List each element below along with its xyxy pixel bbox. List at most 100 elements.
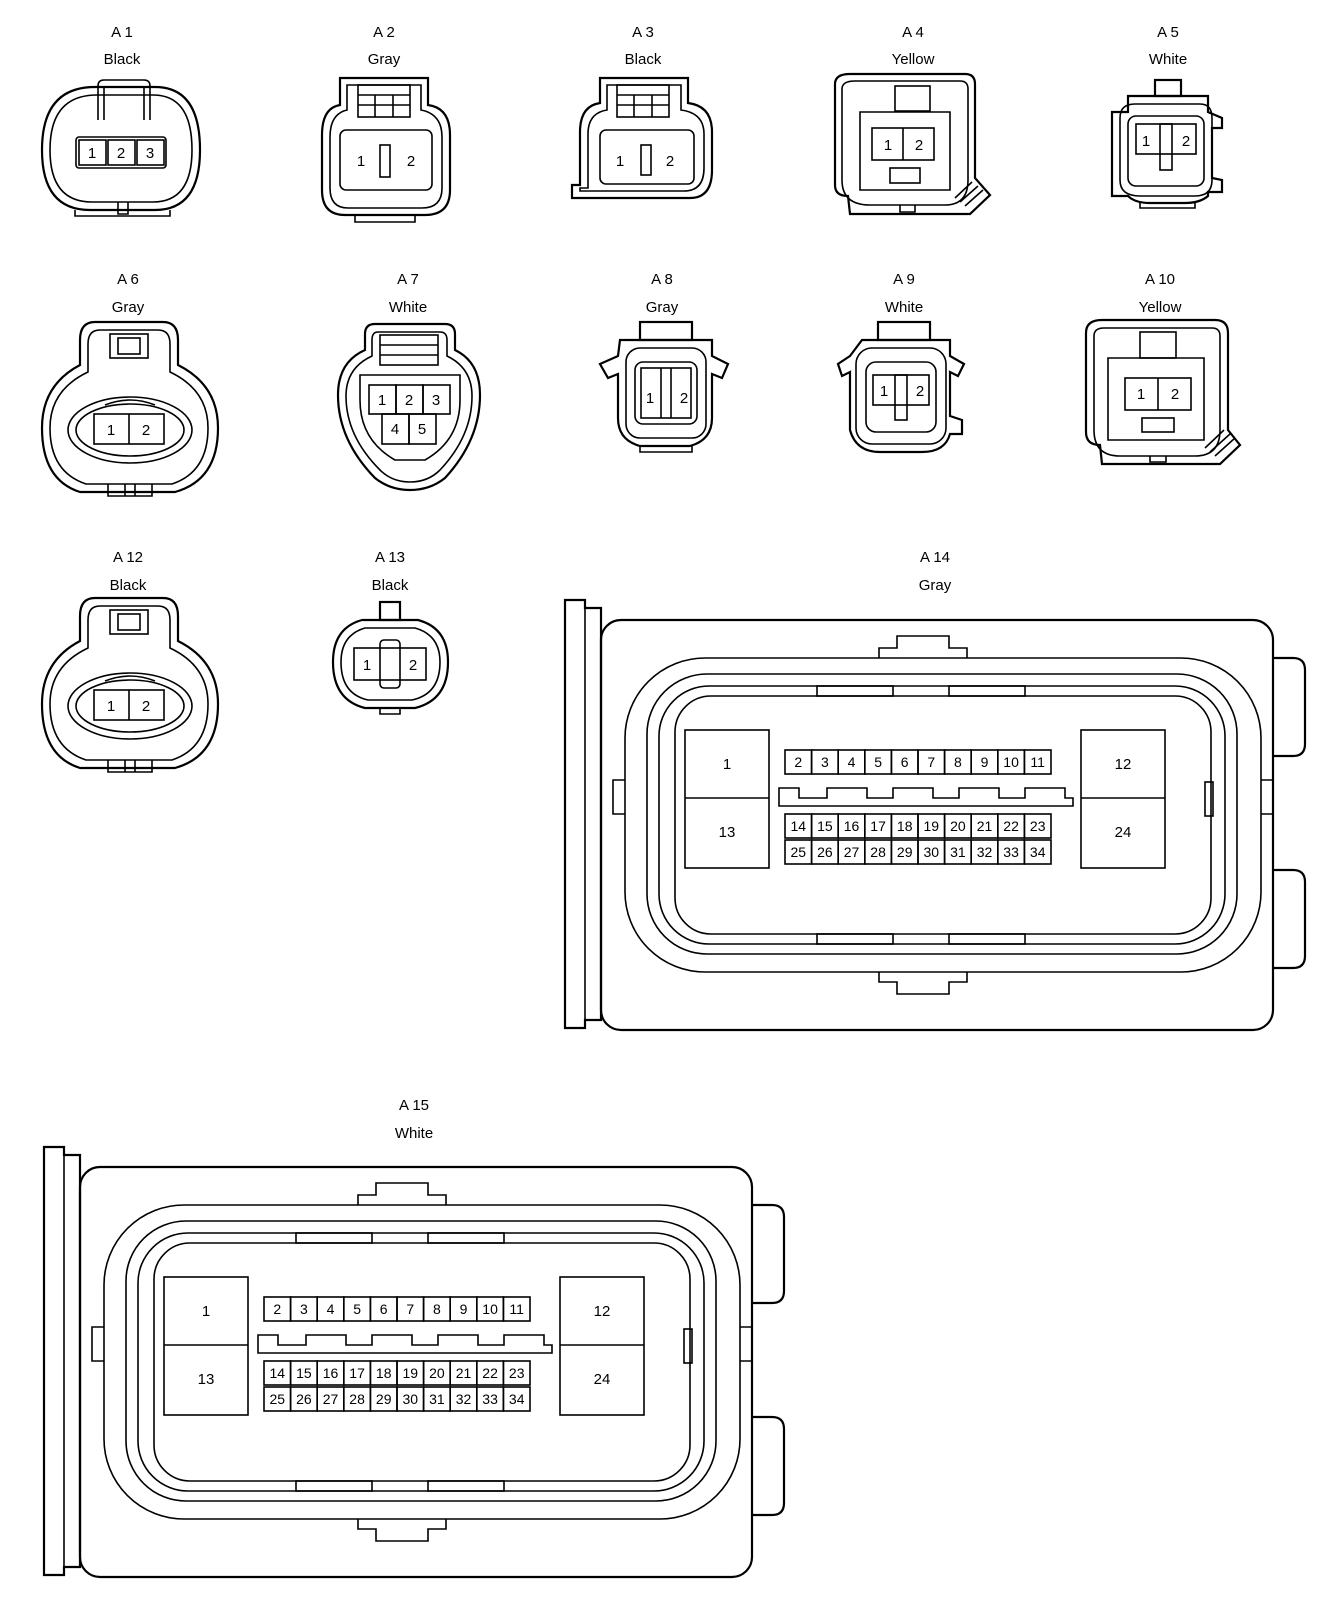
pin-label: 8 (954, 754, 962, 770)
pin-label: 5 (874, 754, 882, 770)
connector-housing (598, 320, 730, 453)
pin-label: 1 (1137, 386, 1145, 403)
pin-label: 23 (1030, 818, 1046, 834)
pin-label: 22 (482, 1365, 498, 1381)
pin-label: 10 (482, 1301, 498, 1317)
connector-id: A 14 (920, 549, 950, 566)
pin-cavities: 1 2 (884, 137, 923, 154)
pin-label: 32 (456, 1391, 472, 1407)
pin-label: 33 (1003, 844, 1019, 860)
connector-a2: A 2 Gray 1 2 (320, 24, 452, 223)
pin-label: 2 (1171, 386, 1179, 403)
pin-label: 34 (509, 1391, 525, 1407)
pin-label: 31 (429, 1391, 445, 1407)
pin-cavities: 1 2 (107, 422, 150, 439)
pin-label: 2 (273, 1301, 281, 1317)
pin-label: 11 (509, 1301, 524, 1317)
pin-label: 19 (924, 818, 940, 834)
connector-id: A 6 (117, 271, 139, 288)
pin-label: 1 (357, 153, 365, 170)
pin-label: 20 (950, 818, 966, 834)
pin-label: 1 (107, 422, 115, 439)
connector-id: A 10 (1145, 271, 1175, 288)
pin-label: 16 (844, 818, 860, 834)
connector-color: White (395, 1125, 433, 1142)
connector-color: White (885, 299, 923, 316)
connector-a3: A 3 Black 1 2 (570, 24, 714, 200)
connector-housing (42, 1145, 786, 1579)
pin-label: 27 (323, 1391, 339, 1407)
pin-label: 3 (300, 1301, 308, 1317)
connector-housing (836, 320, 966, 454)
connector-housing (1084, 318, 1242, 466)
connector-housing (336, 322, 482, 492)
connector-color: White (389, 299, 427, 316)
pin-label: 24 (594, 1371, 611, 1388)
pin-cavities: 1 2 (616, 153, 674, 170)
pin-label: 5 (418, 421, 426, 438)
connector-id: A 8 (651, 271, 673, 288)
pin-label: 2 (409, 657, 417, 674)
pin-label: 1 (107, 698, 115, 715)
pin-label: 34 (1030, 844, 1046, 860)
pin-cavities: 1 2 3 (78, 139, 165, 166)
pin-label: 1 (88, 145, 96, 162)
pin-label: 9 (981, 754, 989, 770)
pin-label: 1 (202, 1303, 210, 1320)
pin-label: 11 (1030, 754, 1045, 770)
pin-cavities: 1 2 (107, 698, 150, 715)
pin-label: 2 (794, 754, 802, 770)
pin-label: 23 (509, 1365, 525, 1381)
pin-label: 26 (296, 1391, 312, 1407)
pin-label: 12 (1115, 756, 1132, 773)
connector-a13: A 13 Black 1 2 (331, 549, 450, 715)
pin-label: 7 (927, 754, 935, 770)
pin-label: 4 (848, 754, 856, 770)
pin-label: 13 (719, 824, 736, 841)
pin-label: 18 (897, 818, 913, 834)
pin-label: 1 (363, 657, 371, 674)
pin-label: 2 (405, 392, 413, 409)
connector-id: A 2 (373, 24, 395, 41)
pin-label: 32 (977, 844, 993, 860)
pin-label: 8 (433, 1301, 441, 1317)
connector-a9: A 9 White 1 2 (836, 271, 966, 454)
connector-color: White (1149, 51, 1187, 68)
pin-label: 5 (353, 1301, 361, 1317)
pin-label: 16 (323, 1365, 339, 1381)
pin-label: 29 (376, 1391, 392, 1407)
connector-a5: A 5 White 1 2 (1110, 24, 1224, 209)
pin-label: 3 (432, 392, 440, 409)
connector-a12: A 12 Black 1 2 (40, 549, 220, 773)
connector-color: Black (110, 577, 147, 594)
pin-label: 15 (817, 818, 833, 834)
pin-label: 1 (723, 756, 731, 773)
pin-label: 30 (403, 1391, 419, 1407)
connector-housing (331, 600, 450, 715)
pin-label: 2 (117, 145, 125, 162)
pin-label: 27 (844, 844, 860, 860)
connector-a6: A 6 Gray 1 2 (40, 271, 220, 497)
connector-color: Gray (919, 577, 952, 594)
connector-housing (40, 320, 220, 497)
connector-a4: A 4 Yellow 1 2 (833, 24, 992, 216)
connector-housing (40, 79, 202, 217)
pin-label: 3 (146, 145, 154, 162)
pin-label: 10 (1003, 754, 1019, 770)
connector-color: Yellow (892, 51, 935, 68)
pin-label: 15 (296, 1365, 312, 1381)
connector-color: Gray (646, 299, 679, 316)
pin-label: 21 (977, 818, 993, 834)
pin-cavities: 1 2 (880, 383, 924, 400)
connector-housing (1110, 78, 1224, 209)
pin-label: 4 (391, 421, 399, 438)
connector-housing (563, 598, 1307, 1032)
connector-id: A 13 (375, 549, 405, 566)
pin-label: 2 (916, 383, 924, 400)
connector-color: Gray (112, 299, 145, 316)
connector-color: Black (625, 51, 662, 68)
pin-label: 2 (407, 153, 415, 170)
